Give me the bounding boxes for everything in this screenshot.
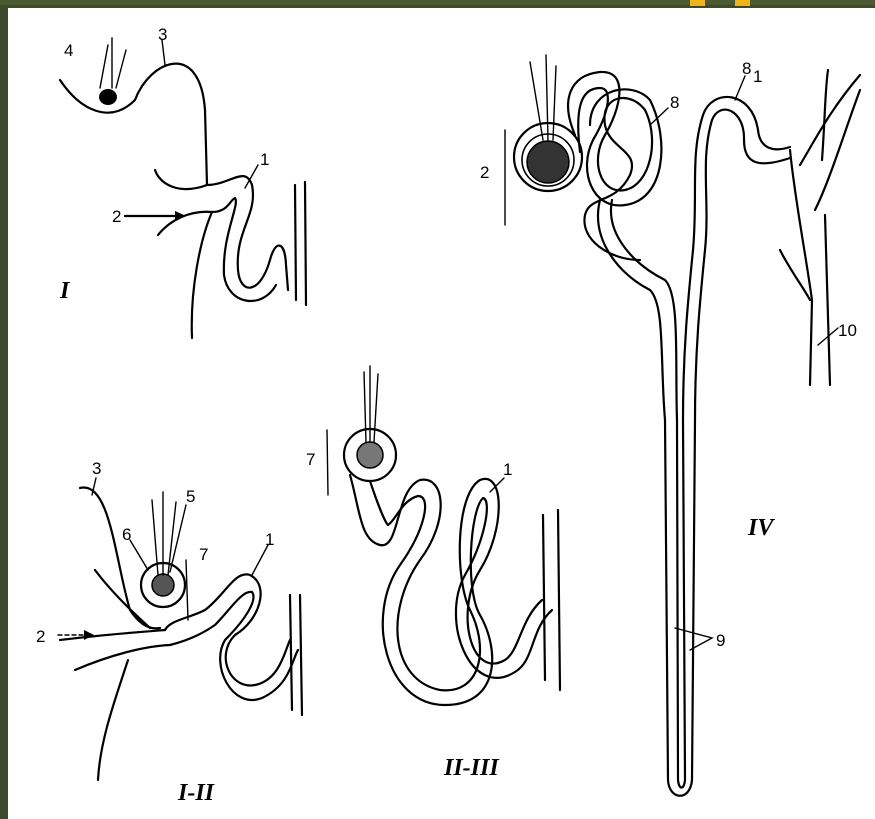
stage-1-2-stem — [98, 660, 128, 780]
stage-1-vessels — [100, 38, 126, 88]
stage-2-3-duct-wall-a — [543, 515, 545, 680]
figure-canvas: 4 3 1 2 I 3 5 6 7 1 2 I-II — [8, 8, 875, 819]
label-2-stage12: 2 — [36, 627, 45, 646]
stage-1-2-duct-wall-b — [300, 595, 302, 715]
stage-2-3-bracket-7 — [327, 430, 328, 495]
label-5: 5 — [186, 487, 195, 506]
stage-1-2-left-curve — [80, 487, 160, 628]
label-8-1-subscript: 1 — [753, 67, 762, 86]
stage-2-3-group: 7 1 II-III — [306, 366, 560, 781]
label-1-stage12: 1 — [265, 530, 274, 549]
label-9: 9 — [716, 631, 725, 650]
stage-2-3-glomerulus — [357, 442, 383, 468]
stage-1-arrow-2-head — [175, 211, 186, 221]
stage-4-branch-3 — [822, 70, 828, 160]
label-7-stage12: 7 — [199, 545, 208, 564]
stage-1-glomerulus — [99, 89, 117, 105]
stage-1-2-bracket-7 — [186, 560, 188, 620]
corner-tab-right — [735, 0, 750, 6]
label-8-1: 8 — [742, 59, 751, 78]
stage-label-i-ii: I-II — [177, 780, 216, 806]
label-6: 6 — [122, 525, 131, 544]
leader-6 — [130, 540, 148, 570]
label-3-stage1: 3 — [158, 25, 167, 44]
stage-4-glomerulus — [527, 141, 569, 183]
stage-1-branch-upper — [155, 170, 207, 189]
stage-label-i: I — [59, 278, 71, 304]
stage-1-2-branch-lower — [75, 645, 170, 670]
stage-4-collecting-duct-right — [825, 215, 830, 385]
stage-1-group: 4 3 1 2 I — [59, 25, 306, 338]
stage-1-arch — [60, 64, 207, 185]
stage-1-2-tubule-inner — [170, 592, 298, 700]
label-3-stage12: 3 — [92, 459, 101, 478]
label-1-stage1: 1 — [260, 150, 269, 169]
stage-1-tubule-outer — [207, 176, 288, 290]
stage-1-2-group: 3 5 6 7 1 2 I-II — [36, 459, 302, 806]
label-8: 8 — [670, 93, 679, 112]
stage-4-collecting-duct-left — [790, 150, 812, 385]
nephron-development-diagram: 4 3 1 2 I 3 5 6 7 1 2 I-II — [8, 8, 875, 819]
stage-1-duct-wall-a — [295, 185, 296, 300]
stage-label-iv: IV — [747, 515, 775, 541]
leader-1-stage12 — [252, 545, 268, 575]
stage-4-branch-1 — [800, 75, 860, 165]
leader-8-1 — [735, 76, 745, 100]
stage-1-duct-wall-b — [305, 182, 306, 305]
label-7-stage23: 7 — [306, 450, 315, 469]
stage-1-2-duct-wall-a — [290, 595, 292, 710]
stage-label-ii-iii: II-III — [443, 755, 500, 781]
label-2-stage4: 2 — [480, 163, 489, 182]
stage-2-3-duct-wall-b — [558, 510, 560, 690]
stage-2-3-tubule-inner — [370, 481, 552, 705]
stage-1-2-arrow-2-head — [84, 630, 94, 640]
label-2-stage1: 2 — [112, 207, 121, 226]
label-10: 10 — [838, 321, 857, 340]
stage-4-group: 2 8 8 1 9 10 IV — [480, 55, 860, 796]
stage-1-lower-stem — [192, 212, 212, 338]
stage-1-2-glomerulus — [152, 574, 174, 596]
corner-tab-left — [690, 0, 705, 6]
label-1-stage23: 1 — [503, 460, 512, 479]
label-4: 4 — [64, 41, 73, 60]
